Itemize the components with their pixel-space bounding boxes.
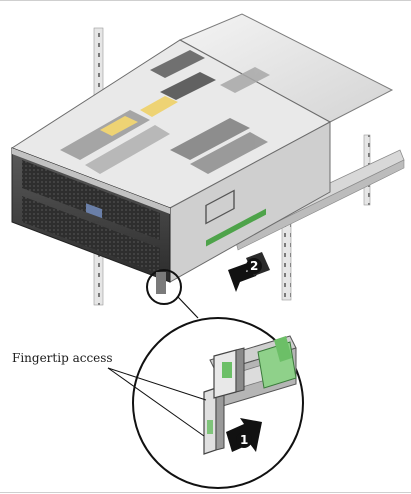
top-divider bbox=[0, 0, 411, 1]
fingertip-access-label: Fingertip access bbox=[12, 351, 113, 365]
magnified-detail bbox=[132, 317, 304, 489]
step-1-number: 1 bbox=[240, 433, 248, 447]
step-2-badge bbox=[246, 258, 262, 274]
step-1-badge bbox=[236, 432, 252, 448]
latch-highlight-circle bbox=[146, 269, 182, 305]
bottom-divider bbox=[0, 492, 411, 493]
zoom-connector bbox=[177, 296, 199, 319]
latch-small bbox=[156, 272, 166, 294]
callout-leader-lines bbox=[107, 367, 207, 437]
step-2-number: 2 bbox=[250, 259, 258, 273]
server-chassis bbox=[10, 13, 394, 283]
